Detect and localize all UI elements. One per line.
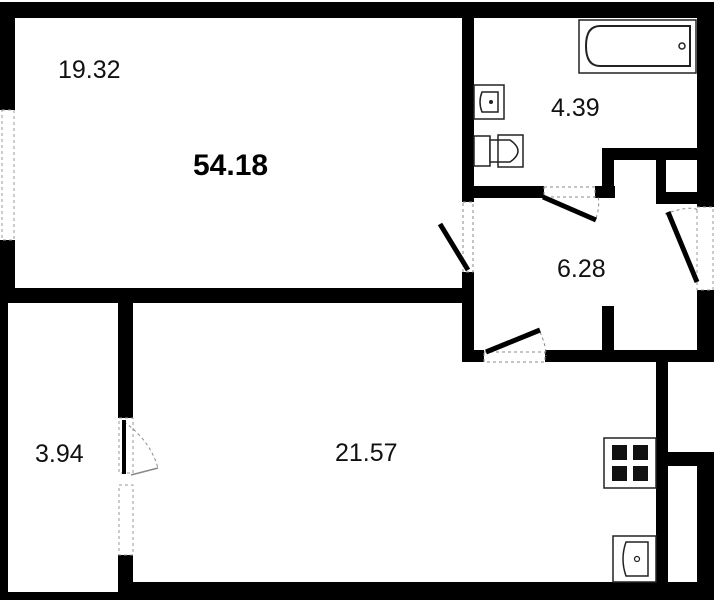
wall-hall-left: [462, 272, 474, 362]
wall-top-right: [463, 2, 714, 18]
door-bath-opening: [543, 186, 596, 198]
wall-hall-stub: [602, 306, 614, 362]
wall-niche-left: [656, 148, 666, 200]
door-kitchen-leaf: [485, 327, 541, 355]
wall-top-left: [0, 2, 465, 18]
door-loggia-edge: [130, 467, 159, 476]
bathtub-icon: [578, 19, 697, 74]
door-leaves: [437, 194, 700, 355]
window-loggia-lower: [118, 484, 134, 556]
wall-niche-bottom: [656, 192, 714, 204]
window-hall-right: [696, 206, 714, 291]
wall-bath-corner: [602, 148, 614, 198]
door-bath-leaf: [542, 194, 597, 223]
wall-room-bottom-left: [0, 288, 135, 303]
wall-bottom-left: [0, 592, 133, 600]
kitchen-sink-icon: [612, 535, 657, 583]
wall-left-upper: [0, 2, 15, 110]
washbasin-icon: [473, 84, 505, 120]
toilet-icon: [473, 134, 524, 168]
door-right-swing: [664, 207, 699, 215]
door-right-leaf: [665, 211, 700, 283]
loggia-area-label: 3.94: [35, 440, 84, 468]
door-room-leaf: [437, 222, 471, 272]
kitchen-living-area-label: 21.57: [335, 439, 398, 467]
wall-bath-bottom-left: [462, 186, 544, 198]
bathroom-area-label: 4.39: [551, 94, 600, 122]
wall-right-lower: [697, 452, 714, 600]
wall-hall-bottom-left: [462, 350, 484, 362]
wall-right-middle: [697, 290, 714, 358]
door-kitchen-opening: [483, 351, 546, 363]
wall-room-right: [462, 2, 474, 202]
door-kitchen-swing: [539, 331, 547, 357]
wall-room-bottom: [118, 288, 468, 303]
door-bath-swing: [595, 194, 600, 219]
wall-bottom: [118, 582, 714, 600]
door-room-opening: [462, 201, 474, 273]
wall-loggia-upper: [118, 288, 133, 418]
hallway-area-label: 6.28: [557, 255, 606, 283]
total-area-label: 54.18: [193, 149, 268, 182]
stove-icon: [603, 437, 657, 489]
wall-left-middle: [0, 240, 15, 300]
wall-left-lower: [0, 296, 8, 596]
room-area-label: 19.32: [58, 56, 121, 84]
window-room: [1, 109, 15, 241]
wall-right-upper: [697, 2, 714, 207]
wall-kitchen-right: [656, 356, 668, 600]
wall-hall-bottom-right: [545, 350, 714, 362]
